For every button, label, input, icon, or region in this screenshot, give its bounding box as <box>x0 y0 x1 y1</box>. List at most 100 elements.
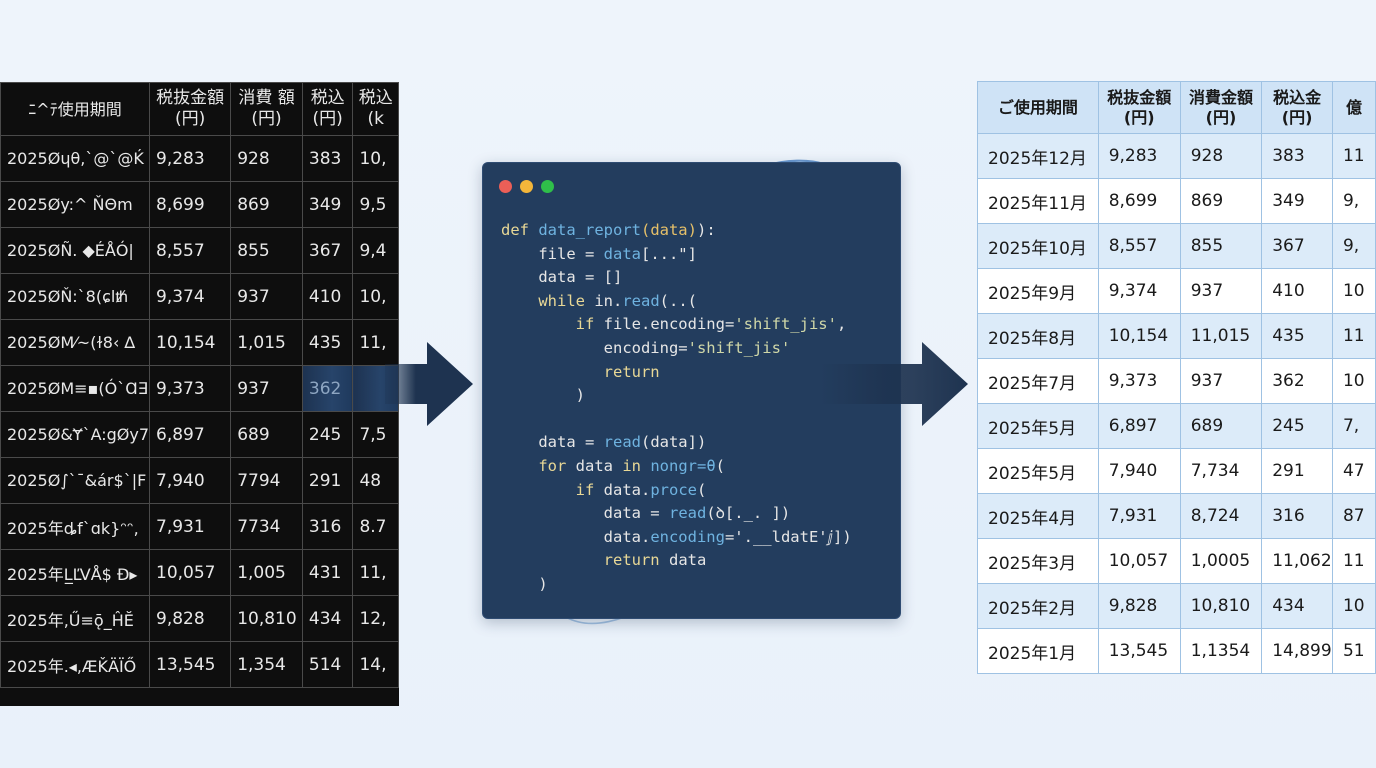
decoded-table-cell: 2025年2月 <box>977 583 1099 629</box>
code-token: ( <box>715 456 725 475</box>
garbled-table-cell: 2025Øɥθ,`@`@Ḱ <box>0 135 151 182</box>
code-token: data <box>603 244 641 263</box>
decoded-table-cell: 8,699 <box>1097 178 1181 224</box>
garbled-table-cell: 2025ØM≡▪(Ó`Ɑ∃ <box>0 365 151 412</box>
code-token: (data) <box>640 221 697 239</box>
garbled-table-cell: 8,557 <box>149 227 232 274</box>
decoded-table-cell: 11 <box>1331 133 1376 179</box>
code-token: encoding= <box>501 338 688 357</box>
decoded-table-cell: 10 <box>1331 358 1376 404</box>
code-token: nongr=θ <box>650 456 716 475</box>
decoded-table-cell: 14,899 <box>1261 628 1333 674</box>
code-token: data <box>575 456 623 475</box>
garbled-table-cell: 291 <box>301 457 354 504</box>
minimize-dot-icon[interactable] <box>520 180 533 193</box>
decoded-table-cell: 1,0005 <box>1179 538 1263 584</box>
garbled-table-cell: 7734 <box>230 503 303 550</box>
decoded-table-header-cell: 億 <box>1331 81 1376 134</box>
garbled-table-cell: 10, <box>352 273 399 320</box>
garbled-table-cell: 1,015 <box>230 319 303 366</box>
code-token: ) <box>501 386 585 405</box>
code-line: data.encoding='.__ldatE'ⅉ]) <box>501 528 852 546</box>
decoded-table-cell: 9,828 <box>1097 583 1181 629</box>
garbled-table-cell: 2025年L̲ĽVÅ$ Ð▸ <box>0 549 151 596</box>
decoded-table-cell: 937 <box>1179 268 1263 314</box>
garbled-table-cell: 2025ØÑ. ◆ÉÅÓ| <box>0 227 151 274</box>
garbled-table-cell: 7,931 <box>149 503 232 550</box>
garbled-table-cell: 2025Ø∫`ˉ&ár$`|F <box>0 457 151 504</box>
decoded-table-cell: 245 <box>1261 403 1333 449</box>
code-token: proce <box>650 480 697 499</box>
garbled-table-header-cell: ﾆ^ﾃ使用期間 <box>0 82 151 136</box>
decoded-table-cell: 689 <box>1179 403 1263 449</box>
code-token: (data]) <box>640 433 707 452</box>
garbled-table-cell: 2025Ø&Ɏ`A:gØy7 <box>0 411 151 458</box>
garbled-table-cell: 928 <box>230 135 303 182</box>
garbled-table-cell: 10, <box>352 135 399 182</box>
decoded-table-cell: 855 <box>1179 223 1263 269</box>
garbled-table-cell: 2025年,Ű≡ǭ_ĤĔ <box>0 595 151 642</box>
decoded-table-cell: 6,897 <box>1097 403 1181 449</box>
decoded-table-cell: 316 <box>1261 493 1333 539</box>
garbled-table-cell: 689 <box>230 411 303 458</box>
garbled-table-cell: 9,283 <box>149 135 232 182</box>
garbled-table-cell: 10,057 <box>149 549 232 596</box>
garbled-table-cell: 410 <box>301 273 354 320</box>
code-token: in <box>622 456 651 475</box>
close-dot-icon[interactable] <box>499 180 512 193</box>
garbled-table-cell: 1,005 <box>230 549 303 596</box>
decoded-table-cell: 2025年11月 <box>977 178 1099 224</box>
code-line: data = read(data]) <box>501 433 706 451</box>
python-code-block: def data_report(data)): file = data[..."… <box>501 219 852 597</box>
code-token: in. <box>594 291 623 310</box>
code-line: def data_report(data)): <box>501 221 716 239</box>
garbled-table-cell: 9,5 <box>352 181 399 228</box>
window-controls <box>499 180 554 193</box>
code-token: , <box>836 315 847 334</box>
decoded-table-cell: 362 <box>1261 358 1333 404</box>
garbled-table-cell: 2025Øy:^ ŇΘm <box>0 181 151 228</box>
code-token: data <box>668 551 707 570</box>
decoded-table-cell: 10,154 <box>1097 313 1181 359</box>
garbled-table-cell: 48 <box>352 457 399 504</box>
garbled-table-cell: 367 <box>301 227 354 274</box>
garbled-table-cell: 2025年.◂,ÆǨÄÏŐ <box>0 641 151 688</box>
maximize-dot-icon[interactable] <box>541 180 554 193</box>
decoded-table-cell: 2025年4月 <box>977 493 1099 539</box>
decoded-table-cell: 8,557 <box>1097 223 1181 269</box>
decoded-table-cell: 9,374 <box>1097 268 1181 314</box>
decoded-table-cell: 7, <box>1331 403 1376 449</box>
code-token: 'shift_jis' <box>734 315 837 334</box>
decoded-table-cell: 8,724 <box>1179 493 1263 539</box>
decoded-table-cell: 1,1354 <box>1179 628 1263 674</box>
garbled-table-cell: 435 <box>301 319 354 366</box>
decoded-table-cell: 410 <box>1261 268 1333 314</box>
garbled-table-cell: 362 <box>301 365 354 412</box>
code-line: ) <box>501 575 547 593</box>
garbled-table-cell: 12, <box>352 595 399 642</box>
decoded-table-cell: 7,931 <box>1097 493 1181 539</box>
decoded-table-header-cell: 税抜金額(円) <box>1097 81 1181 134</box>
garbled-table-cell: 7794 <box>230 457 303 504</box>
code-line: return data <box>501 551 707 570</box>
garbled-table-cell: 937 <box>230 365 303 412</box>
decoded-table-header-cell: 税込金(円) <box>1261 81 1333 134</box>
